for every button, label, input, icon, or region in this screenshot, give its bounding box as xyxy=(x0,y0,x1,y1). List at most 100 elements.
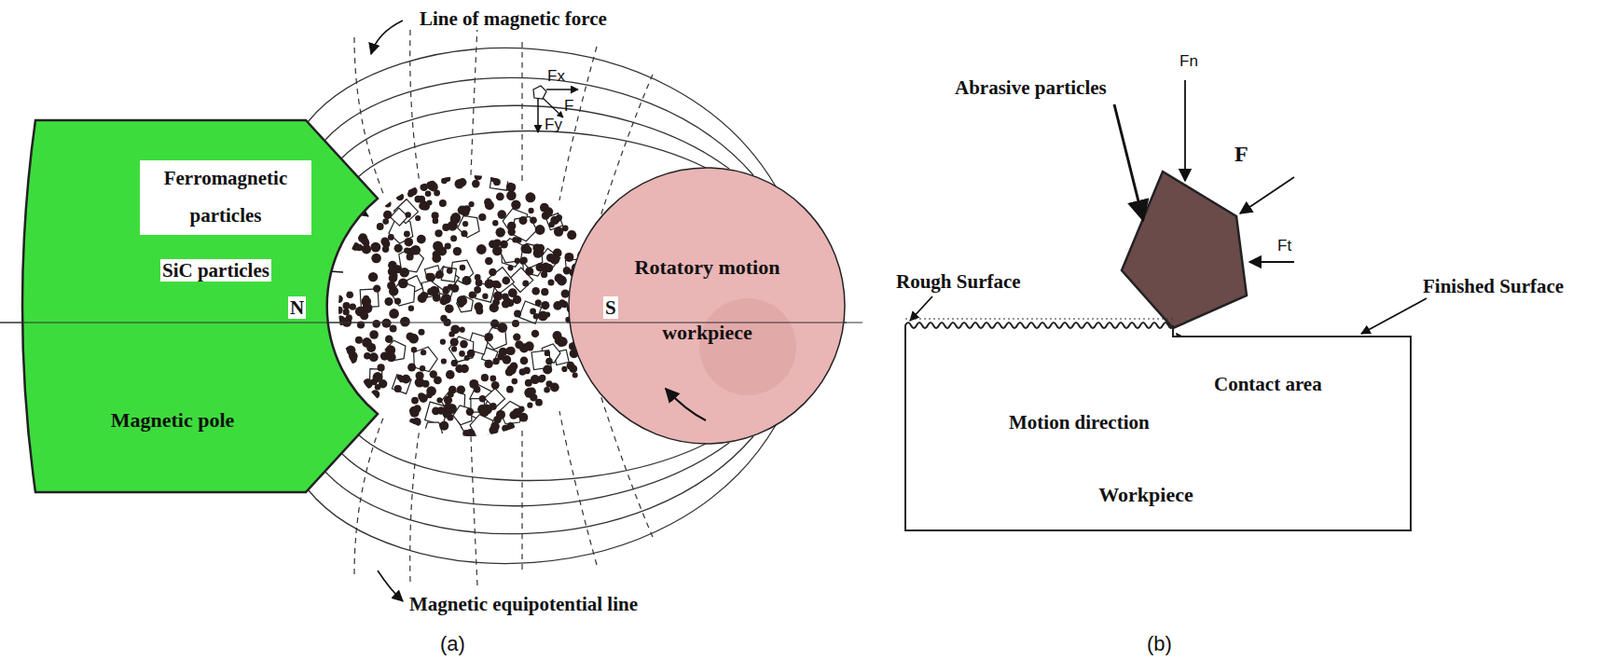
ferromagnetic-particle xyxy=(462,220,469,227)
ferromagnetic-particle xyxy=(451,284,460,293)
ferromagnetic-particle xyxy=(371,253,382,264)
ferromagnetic-particle xyxy=(501,293,510,302)
node-label: Workpiece xyxy=(1052,482,1240,508)
ferromagnetic-particle xyxy=(380,352,389,361)
ferromagnetic-particle xyxy=(510,199,521,209)
part-label: Rough Surface xyxy=(894,270,1023,293)
ferromagnetic-particle xyxy=(468,201,475,207)
ferromagnetic-particle xyxy=(510,361,519,371)
ferromagnetic-particle xyxy=(550,383,560,393)
ferromagnetic-particle xyxy=(479,395,486,402)
force-label: F xyxy=(562,96,576,116)
ferromagnetic-particle xyxy=(558,299,566,306)
ferromagnetic-particle xyxy=(483,332,494,343)
ferromagnetic-particle xyxy=(427,273,436,282)
ferromagnetic-particle xyxy=(376,222,385,231)
ferromagnetic-particle xyxy=(361,337,373,348)
ferromagnetic-particle xyxy=(466,408,474,416)
ferromagnetic-particle xyxy=(490,174,498,182)
ferromagnetic-particle xyxy=(471,179,481,189)
ferromagnetic-particle xyxy=(362,295,370,303)
ferromagnetic-particle xyxy=(450,213,461,224)
ferromagnetic-particle xyxy=(561,289,570,299)
ferromagnetic-particle xyxy=(490,422,500,432)
ferromagnetic-particle xyxy=(492,280,498,287)
part-label: SiC particles xyxy=(160,259,272,282)
ferromagnetic-particle xyxy=(545,358,553,366)
ferromagnetic-particle xyxy=(371,242,382,253)
ferromagnetic-particle xyxy=(493,291,503,302)
ferromagnetic-particle xyxy=(492,220,498,226)
ferromagnetic-particle xyxy=(431,211,440,220)
ferromagnetic-particle xyxy=(521,243,532,254)
ferromagnetic-particle xyxy=(529,216,538,224)
ferromagnetic-particle xyxy=(427,179,436,189)
ferromagnetic-particle xyxy=(496,410,506,420)
ferromagnetic-particle xyxy=(566,361,576,371)
panel-label: (a) xyxy=(438,632,468,656)
ferromagnetic-particle xyxy=(369,352,379,362)
ferromagnetic-particle xyxy=(411,346,417,353)
ferromagnetic-particle xyxy=(483,198,493,207)
part-label: Finished Surface xyxy=(1420,275,1566,298)
ferromagnetic-particle xyxy=(531,330,539,338)
ferromagnetic-particle xyxy=(537,311,549,322)
ferromagnetic-particle xyxy=(531,287,540,296)
ferromagnetic-particle xyxy=(496,209,507,220)
ferromagnetic-particle xyxy=(419,365,426,372)
ferromagnetic-particle xyxy=(396,193,405,202)
ferromagnetic-particle xyxy=(436,397,442,403)
ferromagnetic-particle xyxy=(343,308,350,316)
ferromagnetic-particle xyxy=(535,299,542,306)
ferromagnetic-particle xyxy=(460,230,468,237)
ferromagnetic-particle xyxy=(361,303,373,314)
ferromagnetic-particle xyxy=(451,359,458,367)
ferromagnetic-particle xyxy=(403,247,411,254)
ferromagnetic-particle xyxy=(491,381,500,390)
sic-particle xyxy=(390,207,409,226)
equipotential-lines xyxy=(354,26,653,586)
ferromagnetic-particle xyxy=(371,389,381,400)
ferromagnetic-particle xyxy=(448,331,455,337)
ferromagnetic-particle xyxy=(399,376,405,383)
ferromagnetic-particle xyxy=(422,380,430,388)
sic-particle xyxy=(489,171,510,192)
ferromagnetic-particle xyxy=(514,340,524,349)
ferromagnetic-particle xyxy=(498,347,508,357)
ferromagnetic-particle xyxy=(561,366,567,373)
ferromagnetic-particle xyxy=(444,303,455,314)
ferromagnetic-particle xyxy=(420,291,428,300)
force-label: Fy xyxy=(542,115,565,135)
ferromagnetic-particle xyxy=(542,364,552,374)
ferromagnetic-particle xyxy=(349,303,357,310)
ferromagnetic-particle xyxy=(368,272,378,282)
ferromagnetic-particle xyxy=(408,186,418,196)
ferromagnetic-particle xyxy=(382,318,392,329)
ferromagnetic-particle xyxy=(481,373,489,382)
ferromagnetic-particle xyxy=(564,252,574,263)
ferromagnetic-particle xyxy=(432,241,443,252)
ferromagnetic-particle xyxy=(394,385,402,393)
ferromagnetic-particle xyxy=(388,308,400,319)
ferromagnetic-particle xyxy=(544,206,554,217)
ferromagnetic-particle xyxy=(447,391,455,399)
ferromagnetic-particle xyxy=(343,302,351,310)
ferromagnetic-particle xyxy=(388,286,399,296)
ferromagnetic-particle xyxy=(474,172,483,180)
ferromagnetic-particle xyxy=(398,278,409,290)
ferromagnetic-particle xyxy=(404,237,414,248)
ferromagnetic-particle xyxy=(488,239,497,249)
ferromagnetic-particle xyxy=(520,357,529,366)
ferromagnetic-particle xyxy=(566,230,577,240)
sic-particle xyxy=(448,336,473,362)
ferromagnetic-particle xyxy=(385,335,394,345)
ferromagnetic-particle xyxy=(360,237,369,246)
ferromagnetic-particle xyxy=(439,199,447,207)
ferromagnetic-particle xyxy=(476,244,487,255)
ferromagnetic-particle xyxy=(414,215,421,221)
ferromagnetic-particle xyxy=(426,386,437,397)
ferromagnetic-particle xyxy=(520,257,528,265)
ferromagnetic-particle xyxy=(482,293,488,300)
ferromagnetic-particle xyxy=(335,306,343,314)
